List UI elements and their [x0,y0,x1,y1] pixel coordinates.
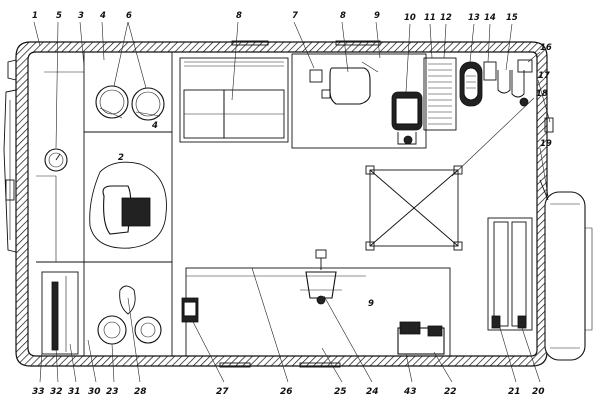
gauge-dial [44,148,68,172]
leader-lines [33,21,551,383]
label-9: 9 [374,11,380,21]
instrument-compartment [291,53,427,149]
battery-rack [487,217,533,331]
label-18: 18 [536,89,548,99]
label-43: 43 [403,387,417,397]
label-8b: 8 [340,11,346,21]
label-20: 20 [532,387,545,397]
bench-unit [181,297,199,323]
labels-right: 17 18 19 [536,71,552,149]
label-4: 4 [99,11,106,21]
label-32: 32 [50,387,63,397]
label-28: 28 [134,387,147,397]
round-units-pair [95,85,165,121]
label-8a: 8 [236,11,242,21]
label-33: 33 [32,387,45,397]
bottom-rings [97,285,162,345]
interior-marks: 2 4 9 [118,121,374,309]
label-24: 24 [366,387,379,397]
left-door [3,59,17,253]
label-7: 7 [292,11,298,21]
partitions [36,52,173,356]
label-11: 11 [424,13,436,23]
label-31: 31 [68,387,81,397]
label-27: 27 [216,387,229,397]
label-21: 21 [508,387,521,397]
radiator-blocks [423,57,457,131]
panel-boxes [179,57,289,143]
label-3: 3 [78,11,84,21]
label-1: 1 [32,11,38,21]
label-6: 6 [126,11,132,21]
hatch-cover [365,165,463,251]
label-30: 30 [88,387,101,397]
tall-cabinet [41,271,79,355]
labels-top: 1 5 3 4 6 8 7 8 9 10 11 12 13 14 15 16 [32,11,552,53]
mark-4: 4 [151,121,158,131]
label-10: 10 [404,13,416,23]
label-15: 15 [506,13,518,23]
wall-fittings [483,59,533,107]
label-12: 12 [440,13,452,23]
label-19: 19 [540,139,552,149]
label-17: 17 [538,71,550,81]
label-26: 26 [280,387,293,397]
mark-2: 2 [118,153,124,163]
cylinder-device [391,91,423,145]
label-25: 25 [334,387,347,397]
mark-9: 9 [368,299,374,309]
labels-bottom: 33 32 31 30 23 28 27 26 25 24 43 22 21 2… [32,387,545,397]
label-16: 16 [540,43,552,53]
label-14: 14 [484,13,496,23]
label-5: 5 [56,11,62,21]
oval-heater [459,61,483,107]
power-box [397,321,445,355]
external-tank [539,179,593,361]
swivel-fitting [300,249,342,305]
label-23: 23 [106,387,119,397]
label-13: 13 [468,13,480,23]
label-22: 22 [444,387,457,397]
generator-enclosure [89,161,167,249]
